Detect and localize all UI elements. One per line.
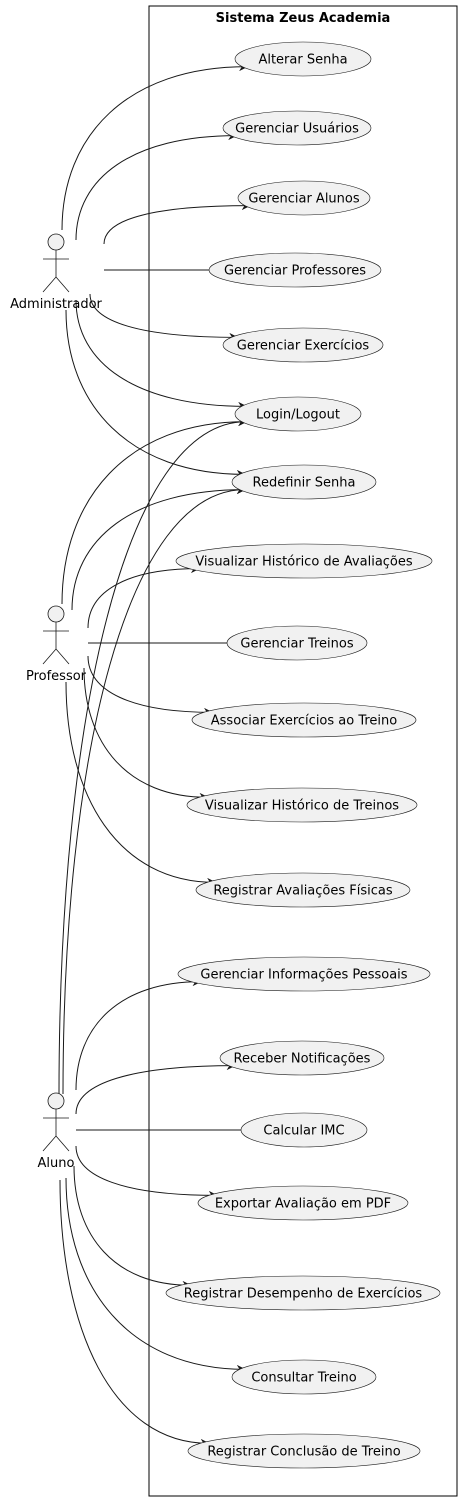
- actor-admin: Administrador: [10, 233, 103, 312]
- association-aluno-registrar-desempenho-exercicios: [73, 1165, 192, 1290]
- use-case-registrar-conclusao-treino: Registrar Conclusão de Treino: [187, 1433, 421, 1469]
- use-case-ellipse: [234, 41, 372, 77]
- use-case-receber-notificacoes: Receber Notificações: [219, 1040, 385, 1076]
- association-professor-visualizar-historico-treinos: [83, 667, 209, 802]
- use-case-ellipse: [191, 702, 417, 738]
- use-case-label: Visualizar Histórico de Treinos: [205, 799, 399, 814]
- use-case-label: Login/Logout: [256, 408, 340, 423]
- use-case-label: Gerenciar Alunos: [248, 192, 360, 207]
- use-case-ellipse: [237, 180, 371, 216]
- actor-label: Aluno: [38, 1156, 75, 1171]
- use-case-gerenciar-exercicios: Gerenciar Exercícios: [222, 327, 384, 363]
- association-aluno-consultar-treino: [65, 1177, 246, 1374]
- actor-label: Professor: [26, 669, 87, 684]
- association-admin-alterar-senha: [61, 62, 249, 231]
- use-case-alterar-senha: Alterar Senha: [234, 41, 372, 77]
- actor-head: [47, 1092, 65, 1110]
- association-aluno-gerenciar-informacoes-pessoais: [75, 977, 202, 1091]
- actor-head: [47, 233, 65, 251]
- use-case-label: Exportar Avaliação em PDF: [215, 1197, 391, 1212]
- use-case-ellipse: [240, 1112, 368, 1148]
- use-case-ellipse: [186, 787, 418, 823]
- use-case-gerenciar-professores: Gerenciar Professores: [208, 252, 382, 288]
- use-case-gerenciar-usuarios: Gerenciar Usuários: [222, 110, 372, 146]
- use-case-ellipse: [231, 464, 377, 500]
- actor-aluno: Aluno: [38, 1092, 75, 1171]
- use-case-label: Registrar Avaliações Físicas: [213, 884, 393, 899]
- use-case-label: Consultar Treino: [251, 1371, 356, 1386]
- association-aluno-receber-notificacoes: [75, 1061, 236, 1115]
- use-case-ellipse: [175, 543, 433, 579]
- use-case-calcular-imc: Calcular IMC: [240, 1112, 368, 1148]
- use-case-label: Calcular IMC: [263, 1124, 344, 1139]
- use-case-ellipse: [195, 872, 411, 908]
- use-case-label: Receber Notificações: [234, 1052, 371, 1067]
- use-case-visualizar-historico-avaliacoes: Visualizar Histórico de Avaliações: [175, 543, 433, 579]
- use-case-exportar-avaliacao-pdf: Exportar Avaliação em PDF: [197, 1185, 409, 1221]
- association-professor-redefinir-senha: [71, 485, 246, 611]
- use-case-login-logout: Login/Logout: [234, 396, 362, 432]
- association-admin-redefinir-senha: [65, 309, 246, 479]
- use-case-gerenciar-treinos: Gerenciar Treinos: [226, 625, 368, 661]
- use-case-label: Registrar Desempenho de Exercícios: [184, 1287, 423, 1302]
- use-case-gerenciar-informacoes-pessoais: Gerenciar Informações Pessoais: [177, 956, 431, 992]
- actor-body: [42, 250, 70, 293]
- association-professor-associar-exercicios-treino: [87, 655, 214, 717]
- use-case-gerenciar-alunos: Gerenciar Alunos: [237, 180, 371, 216]
- system-boundary: [148, 5, 458, 1497]
- use-case-ellipse: [234, 396, 362, 432]
- association-aluno-exportar-avaliacao-pdf: [75, 1145, 218, 1200]
- use-case-ellipse: [222, 110, 372, 146]
- association-professor-login-logout: [61, 417, 248, 605]
- association-admin-gerenciar-exercicios: [89, 293, 239, 342]
- use-case-label: Gerenciar Informações Pessoais: [200, 968, 407, 983]
- use-case-label: Visualizar Histórico de Avaliações: [195, 555, 413, 570]
- use-case-registrar-desempenho-exercicios: Registrar Desempenho de Exercícios: [165, 1275, 441, 1311]
- association-professor-registrar-avaliacoes-fisicas: [65, 681, 217, 887]
- association-admin-gerenciar-usuarios: [75, 131, 238, 241]
- use-case-ellipse: [197, 1185, 409, 1221]
- actor-body: [42, 622, 70, 665]
- use-case-label: Redefinir Senha: [253, 476, 356, 491]
- use-case-ellipse: [222, 327, 384, 363]
- use-case-consultar-treino: Consultar Treino: [231, 1359, 377, 1395]
- actor-label: Administrador: [10, 297, 102, 312]
- use-case-ellipse: [177, 956, 431, 992]
- actor-head: [47, 605, 65, 623]
- use-case-label: Gerenciar Professores: [224, 264, 366, 279]
- associations-layer: [58, 62, 254, 1448]
- use-case-label: Gerenciar Treinos: [240, 637, 353, 652]
- use-case-ellipse: [187, 1433, 421, 1469]
- use-case-label: Registrar Conclusão de Treino: [207, 1445, 400, 1460]
- use-case-ellipse: [219, 1040, 385, 1076]
- use-case-associar-exercicios-treino: Associar Exercícios ao Treino: [191, 702, 417, 738]
- actor-professor: Professor: [26, 605, 87, 684]
- use-case-visualizar-historico-treinos: Visualizar Histórico de Treinos: [186, 787, 418, 823]
- use-case-ellipse: [165, 1275, 441, 1311]
- use-case-ellipse: [231, 1359, 377, 1395]
- system-title: Sistema Zeus Academia: [216, 11, 391, 26]
- use-case-redefinir-senha: Redefinir Senha: [231, 464, 377, 500]
- association-aluno-login-logout: [58, 417, 248, 1095]
- association-admin-login-logout: [75, 299, 248, 411]
- use-case-label: Gerenciar Usuários: [235, 122, 359, 137]
- association-aluno-redefinir-senha: [62, 485, 246, 1095]
- association-admin-gerenciar-alunos: [103, 201, 251, 245]
- use-case-label: Gerenciar Exercícios: [237, 339, 370, 354]
- use-case-ellipse: [208, 252, 382, 288]
- use-case-label: Alterar Senha: [258, 53, 347, 68]
- actor-body: [42, 1109, 70, 1152]
- association-aluno-registrar-conclusao-treino: [59, 1179, 210, 1448]
- use-case-registrar-avaliacoes-fisicas: Registrar Avaliações Físicas: [195, 872, 411, 908]
- use-case-ellipse: [226, 625, 368, 661]
- use-case-label: Associar Exercícios ao Treino: [211, 714, 398, 729]
